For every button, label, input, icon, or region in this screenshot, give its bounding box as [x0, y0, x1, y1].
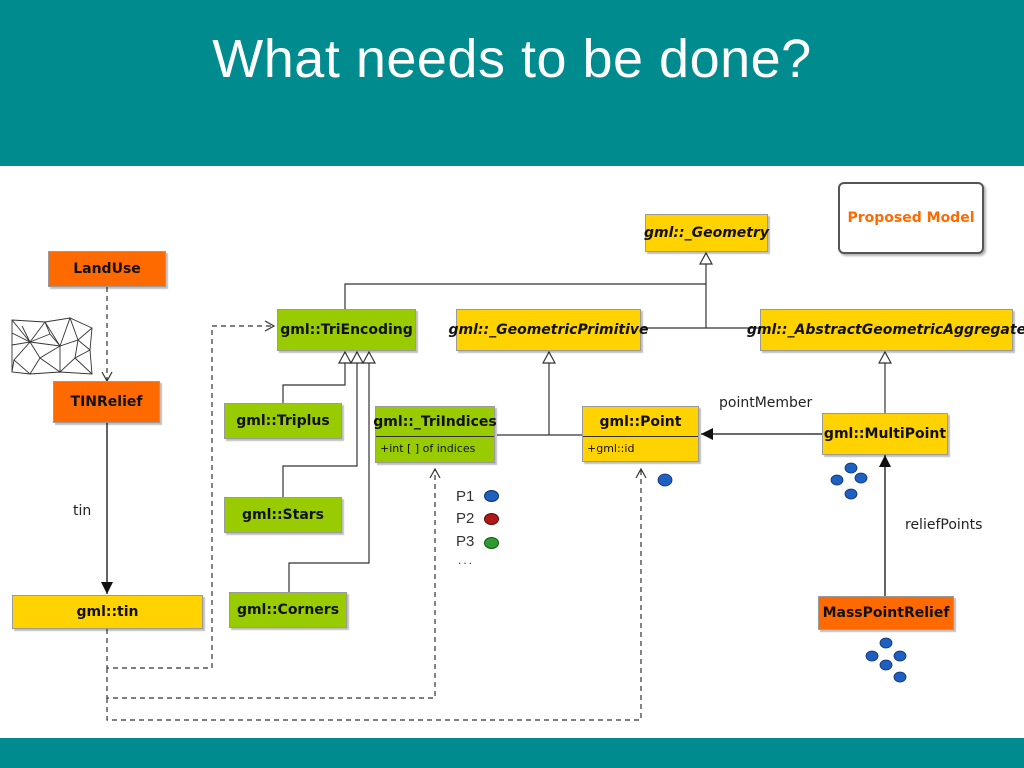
relief-points-label: reliefPoints: [905, 517, 983, 533]
triindices-class: gml::_TriIndices +int [ ] of indices: [373, 406, 497, 463]
slide-header: [0, 0, 1024, 166]
tinrelief-class: TINRelief: [53, 381, 160, 423]
stars-generalization: [282, 352, 357, 497]
multipoint-cluster: [830, 462, 868, 500]
p2-red-dot: [484, 513, 499, 525]
landuse-class: LandUse: [48, 251, 166, 287]
stars-class: gml::Stars: [224, 497, 342, 533]
point-attribute: +gml::id: [587, 442, 635, 455]
p3-green-dot: [484, 537, 499, 549]
gml-tin-class: gml::tin: [12, 595, 203, 629]
more-points-label: ...: [458, 553, 475, 567]
triplus-class: gml::Triplus: [224, 403, 342, 439]
point-member-label: pointMember: [719, 395, 813, 411]
point-class-name: gml::Point: [583, 407, 698, 437]
geometry-class: gml::_Geometry: [644, 214, 769, 252]
tin-association-label: tin: [73, 503, 92, 519]
triencoding-class: gml::TriEncoding: [277, 309, 416, 351]
tin-to-triindices-link: [106, 467, 441, 699]
tin-to-triencoding-link: [106, 320, 276, 669]
mass-point-cluster: [865, 637, 907, 683]
triencoding-geometry-line: [344, 283, 706, 309]
single-point-marker: [657, 473, 673, 487]
geometric-primitive-class: gml::_GeometricPrimitive: [448, 309, 649, 351]
corners-class: gml::Corners: [229, 592, 347, 628]
mass-point-relief-class: MassPointRelief: [818, 596, 954, 630]
multipoint-class: gml::MultiPoint: [822, 413, 948, 455]
proposed-model-legend: Proposed Model: [838, 182, 984, 254]
triplus-generalization: [282, 352, 345, 403]
p2-label: P2: [456, 510, 475, 527]
triindices-attribute: +int [ ] of indices: [380, 442, 476, 455]
p1-blue-dot: [484, 490, 499, 502]
slide-footer: [0, 738, 1024, 768]
p3-label: P3: [456, 533, 475, 550]
corners-generalization: [288, 352, 369, 592]
slide-title: What needs to be done?: [212, 29, 812, 89]
tin-mesh-icon: [11, 316, 93, 375]
triindices-class-name: gml::_TriIndices: [373, 407, 497, 437]
point-class: gml::Point +gml::id: [582, 406, 699, 462]
tin-to-point-link: [106, 467, 647, 721]
abstract-geometric-aggregate-class: gml::_AbstractGeometricAggregate: [747, 309, 1024, 351]
p1-label: P1: [456, 488, 475, 505]
